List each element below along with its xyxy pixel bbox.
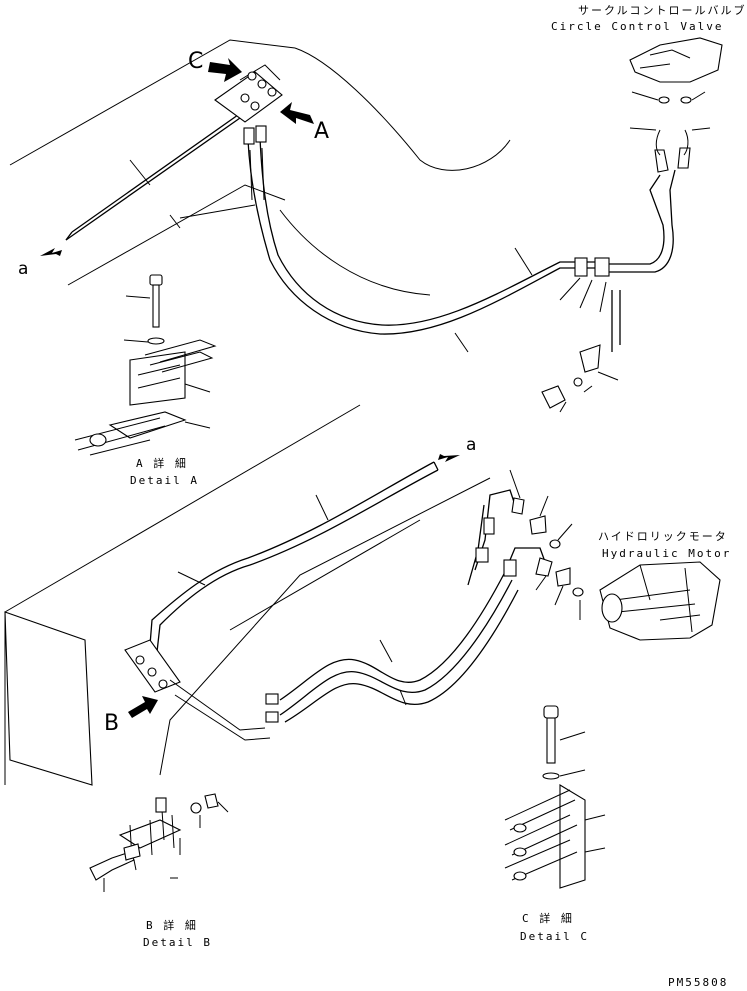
top-assembly <box>9 37 723 413</box>
callout-c: C <box>188 49 204 74</box>
arrow-b-icon <box>128 696 158 718</box>
arrow-c-icon <box>208 58 242 82</box>
ref-arrow-top-icon <box>40 248 62 256</box>
ref-a-top: a <box>18 259 29 279</box>
callout-b: B <box>104 711 120 736</box>
callout-a: A <box>314 119 330 144</box>
detail-c-label-jp: C 詳 細 <box>522 912 574 925</box>
hyd-motor-label-en: Hydraulic Motor <box>602 547 732 560</box>
ref-a-mid: a <box>466 435 477 455</box>
ref-arrow-mid-icon <box>438 454 460 462</box>
detail-c-drawing <box>504 705 606 889</box>
detail-b-label-en: Detail B <box>143 936 212 949</box>
bottom-assembly <box>4 404 721 786</box>
hyd-motor-label-jp: ハイドロリックモータ <box>598 530 728 543</box>
detail-b-drawing <box>89 793 229 892</box>
detail-a-label-en: Detail A <box>130 474 199 487</box>
circle-valve-label-en: Circle Control Valve <box>551 20 724 33</box>
detail-c-label-en: Detail C <box>520 930 589 943</box>
circle-valve-label-jp: サークルコントロールバルブ <box>578 4 747 17</box>
detail-a-label-jp: A 詳 細 <box>136 457 188 470</box>
detail-b-label-jp: B 詳 細 <box>146 919 198 932</box>
detail-a-drawing <box>74 274 217 456</box>
arrow-a-icon <box>280 102 314 124</box>
part-number: PM55808 <box>668 976 729 989</box>
